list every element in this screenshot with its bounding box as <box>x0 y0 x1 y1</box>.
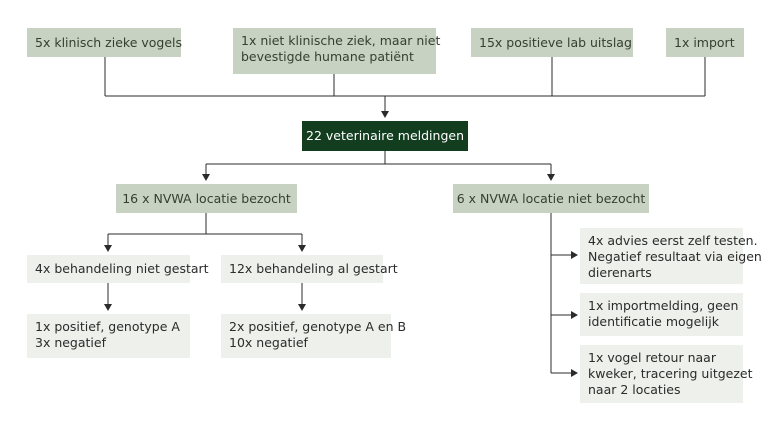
visited-started-label: 12x behandeling al gestart <box>229 261 398 276</box>
started-result: 2x positief, genotype A en B 10x negatie… <box>221 314 406 358</box>
source-import: 1x import <box>666 28 744 57</box>
source-human-patient-line: bevestigde humane patiënt <box>241 49 414 64</box>
branch-visited: 16 x NVWA locatie bezocht <box>116 184 297 213</box>
visited-not-started-label: 4x behandeling niet gestart <box>35 261 209 276</box>
source-human-patient-line: 1x niet klinische ziek, maar niet <box>241 33 441 48</box>
returned-bird-line: naar 2 locaties <box>588 382 681 397</box>
source-lab-positive: 15x positieve lab uitslag <box>471 28 633 57</box>
branch-not-visited-label: 6 x NVWA locatie niet bezocht <box>456 190 646 206</box>
source-human-patient: 1x niet klinische ziek, maar niet bevest… <box>233 28 440 74</box>
not-started-result: 1x positief, genotype A 3x negatief <box>27 314 190 358</box>
central-node-label: 22 veterinaire meldingen <box>306 128 464 143</box>
central-node: 22 veterinaire meldingen <box>302 121 468 151</box>
result-line: 2x positief, genotype A en B <box>229 319 407 334</box>
source-sick-birds: 5x klinisch zieke vogels <box>27 28 183 57</box>
not-visited-returned-bird: 1x vogel retour naar kweker, tracering u… <box>580 345 753 403</box>
import-report-line: identificatie mogelijk <box>588 314 719 329</box>
visited-started: 12x behandeling al gestart <box>221 255 398 283</box>
source-lab-positive-label: 15x positieve lab uitslag <box>479 34 632 50</box>
visited-not-started: 4x behandeling niet gestart <box>27 255 209 283</box>
returned-bird-line: kweker, tracering uitgezet <box>588 366 753 381</box>
branch-visited-label: 16 x NVWA locatie bezocht <box>122 190 291 206</box>
not-visited-advice: 4x advies eerst zelf testen. Negatief re… <box>580 228 762 284</box>
advice-line: dierenarts <box>588 265 652 280</box>
not-visited-import-report: 1x importmelding, geen identificatie mog… <box>580 293 743 336</box>
result-line: 3x negatief <box>35 335 106 350</box>
import-report-line: 1x importmelding, geen <box>588 298 739 313</box>
source-import-label: 1x import <box>674 34 735 50</box>
result-line: 10x negatief <box>229 335 308 350</box>
source-sick-birds-label: 5x klinisch zieke vogels <box>35 34 183 50</box>
branch-not-visited: 6 x NVWA locatie niet bezocht <box>453 184 649 213</box>
advice-line: Negatief resultaat via eigen <box>588 249 762 264</box>
returned-bird-line: 1x vogel retour naar <box>588 350 716 365</box>
result-line: 1x positief, genotype A <box>35 319 180 334</box>
advice-line: 4x advies eerst zelf testen. <box>588 233 758 248</box>
